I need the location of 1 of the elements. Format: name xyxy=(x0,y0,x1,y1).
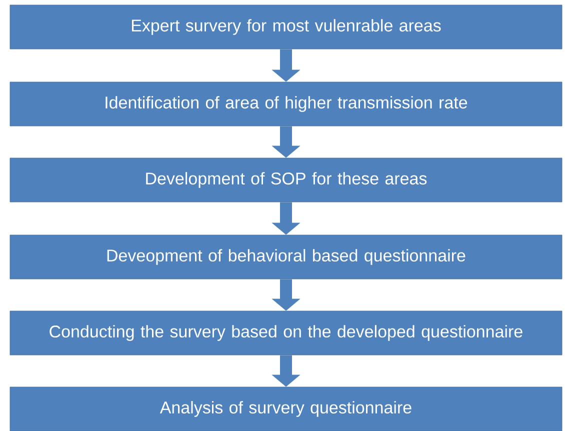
process-box: Expert survery for most vulenrable areas xyxy=(10,4,562,50)
